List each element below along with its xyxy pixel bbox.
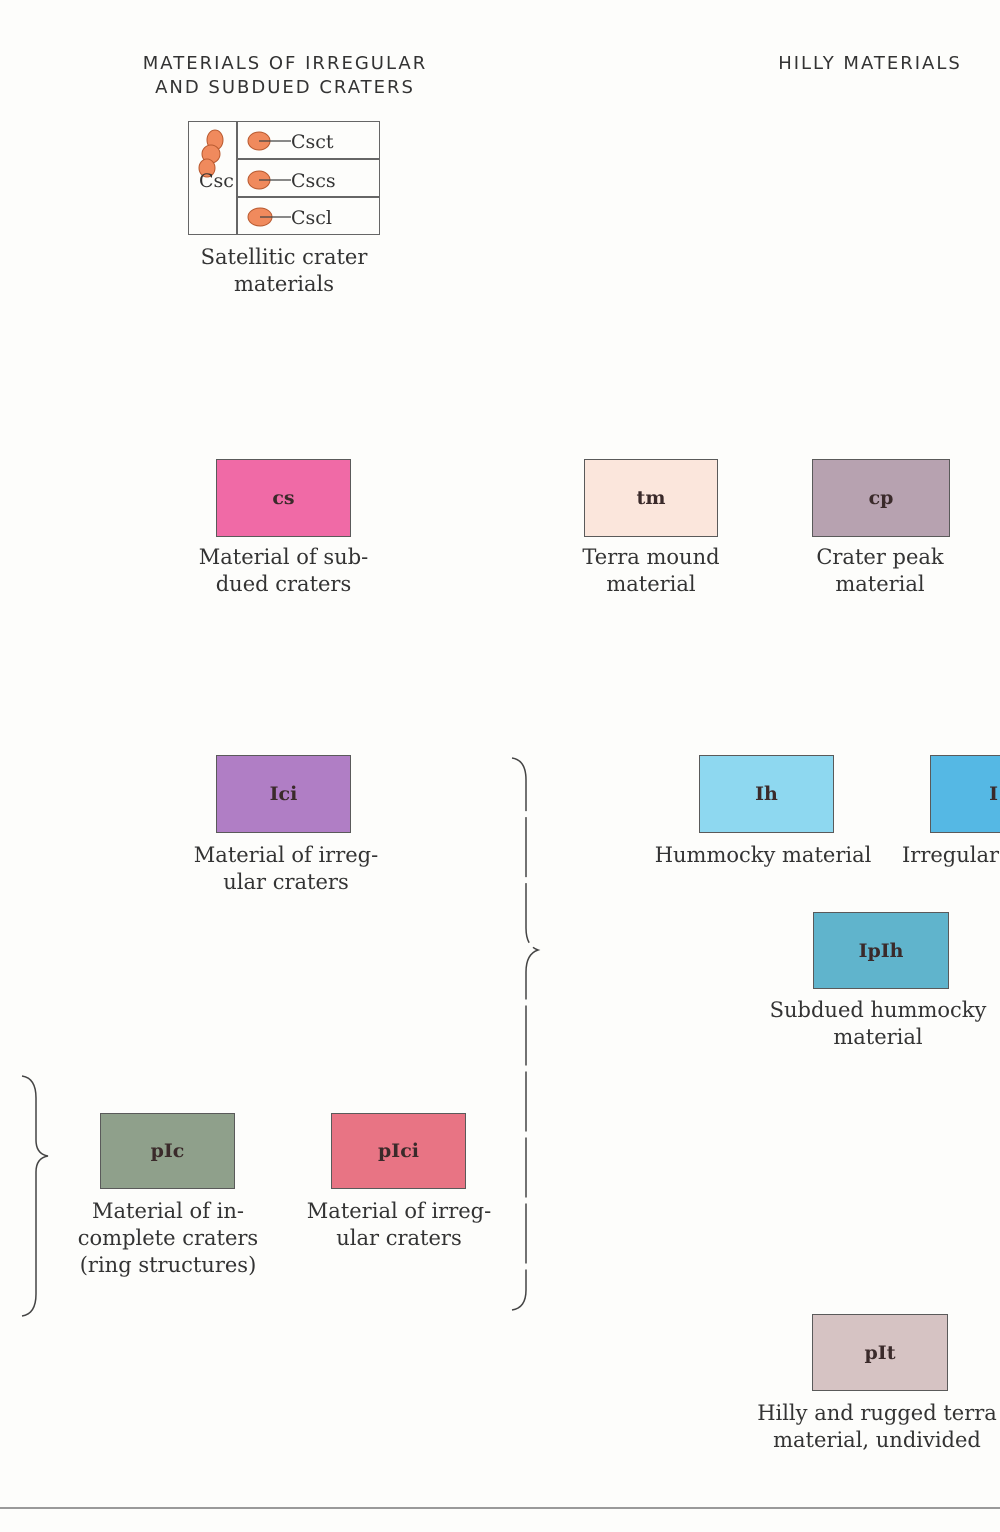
unit-box-pIt: pIt	[812, 1314, 948, 1391]
unit-label-tm: Terra mound material	[556, 544, 746, 598]
satellitic-crater-symbol-icon	[247, 131, 291, 151]
table-divider-2	[236, 196, 379, 198]
unit-box-pIc: pIc	[100, 1113, 235, 1189]
table-divider-vertical	[236, 122, 238, 234]
label-line: Material of sub-	[198, 545, 369, 569]
left-group-brace-icon	[21, 1075, 49, 1317]
unit-label-Ih: Hummocky material	[648, 842, 878, 869]
unit-box-Ici: Ici	[216, 755, 351, 833]
unit-label-IpIh: Subdued hummocky material	[766, 997, 990, 1051]
satellitic-main-code: Csc	[199, 170, 234, 192]
label-line: Irregular	[902, 843, 1000, 867]
heading-hilly-materials: HILLY MATERIALS	[778, 53, 962, 74]
label-line: Material of in-	[92, 1199, 244, 1223]
heading-line-2: AND SUBDUED CRATERS	[155, 77, 415, 98]
label-line: materials	[233, 272, 335, 296]
label-line: Hummocky material	[654, 843, 872, 867]
label-line: material	[606, 572, 696, 596]
label-line: Crater peak	[816, 545, 944, 569]
label-line: material, undivided	[773, 1428, 981, 1452]
label-line: ular craters	[223, 870, 349, 894]
label-line: dued craters	[215, 572, 352, 596]
label-line: material	[833, 1025, 923, 1049]
unit-box-Ih: Ih	[699, 755, 834, 833]
label-line: Material of irreg-	[193, 843, 379, 867]
satellitic-code-2: Cscs	[291, 170, 336, 192]
label-line: Subdued hummocky	[769, 998, 987, 1022]
unit-label-irregular: Irregular	[902, 842, 1000, 869]
right-brace-icon	[511, 757, 541, 1311]
unit-label-pIci: Material of irreg- ular craters	[288, 1198, 510, 1252]
label-line: ular craters	[336, 1226, 462, 1250]
unit-box-cs: cs	[216, 459, 351, 537]
unit-box-IpIh: IpIh	[813, 912, 949, 989]
label-line: material	[835, 572, 925, 596]
satellitic-crater-table: Csc Csct Cscs Cscl	[188, 121, 380, 235]
label-line: Terra mound	[582, 545, 720, 569]
satellitic-crater-symbol-icon	[247, 207, 291, 227]
unit-label-cs: Material of sub- dued craters	[166, 544, 401, 598]
unit-box-cp: cp	[812, 459, 950, 537]
label-line: Hilly and rugged terra	[757, 1401, 997, 1425]
label-line: Satellitic crater	[200, 245, 368, 269]
unit-box-irregular: I	[930, 755, 1000, 833]
label-line: Material of irreg-	[306, 1199, 492, 1223]
unit-label-cp: Crater peak material	[790, 544, 970, 598]
unit-label-pIt: Hilly and rugged terra material, undivid…	[754, 1400, 1000, 1454]
label-line: (ring structures)	[79, 1253, 257, 1277]
satellitic-crater-symbol-icon	[247, 170, 291, 190]
unit-box-pIci: pIci	[331, 1113, 466, 1189]
unit-label-Ici: Material of irreg- ular craters	[166, 842, 406, 896]
satellitic-label: Satellitic crater materials	[182, 244, 386, 298]
satellitic-code-1: Csct	[291, 131, 334, 153]
label-line: complete craters	[77, 1226, 259, 1250]
table-divider-1	[236, 158, 379, 160]
unit-label-pIc: Material of in- complete craters (ring s…	[62, 1198, 274, 1279]
satellitic-cluster-icon	[198, 129, 224, 178]
heading-line-1: MATERIALS OF IRREGULAR	[142, 53, 428, 74]
unit-box-tm: tm	[584, 459, 718, 537]
heading-irregular-subdued-craters: MATERIALS OF IRREGULAR AND SUBDUED CRATE…	[110, 52, 460, 100]
satellitic-code-3: Cscl	[291, 207, 333, 229]
bottom-divider	[0, 1507, 1000, 1509]
